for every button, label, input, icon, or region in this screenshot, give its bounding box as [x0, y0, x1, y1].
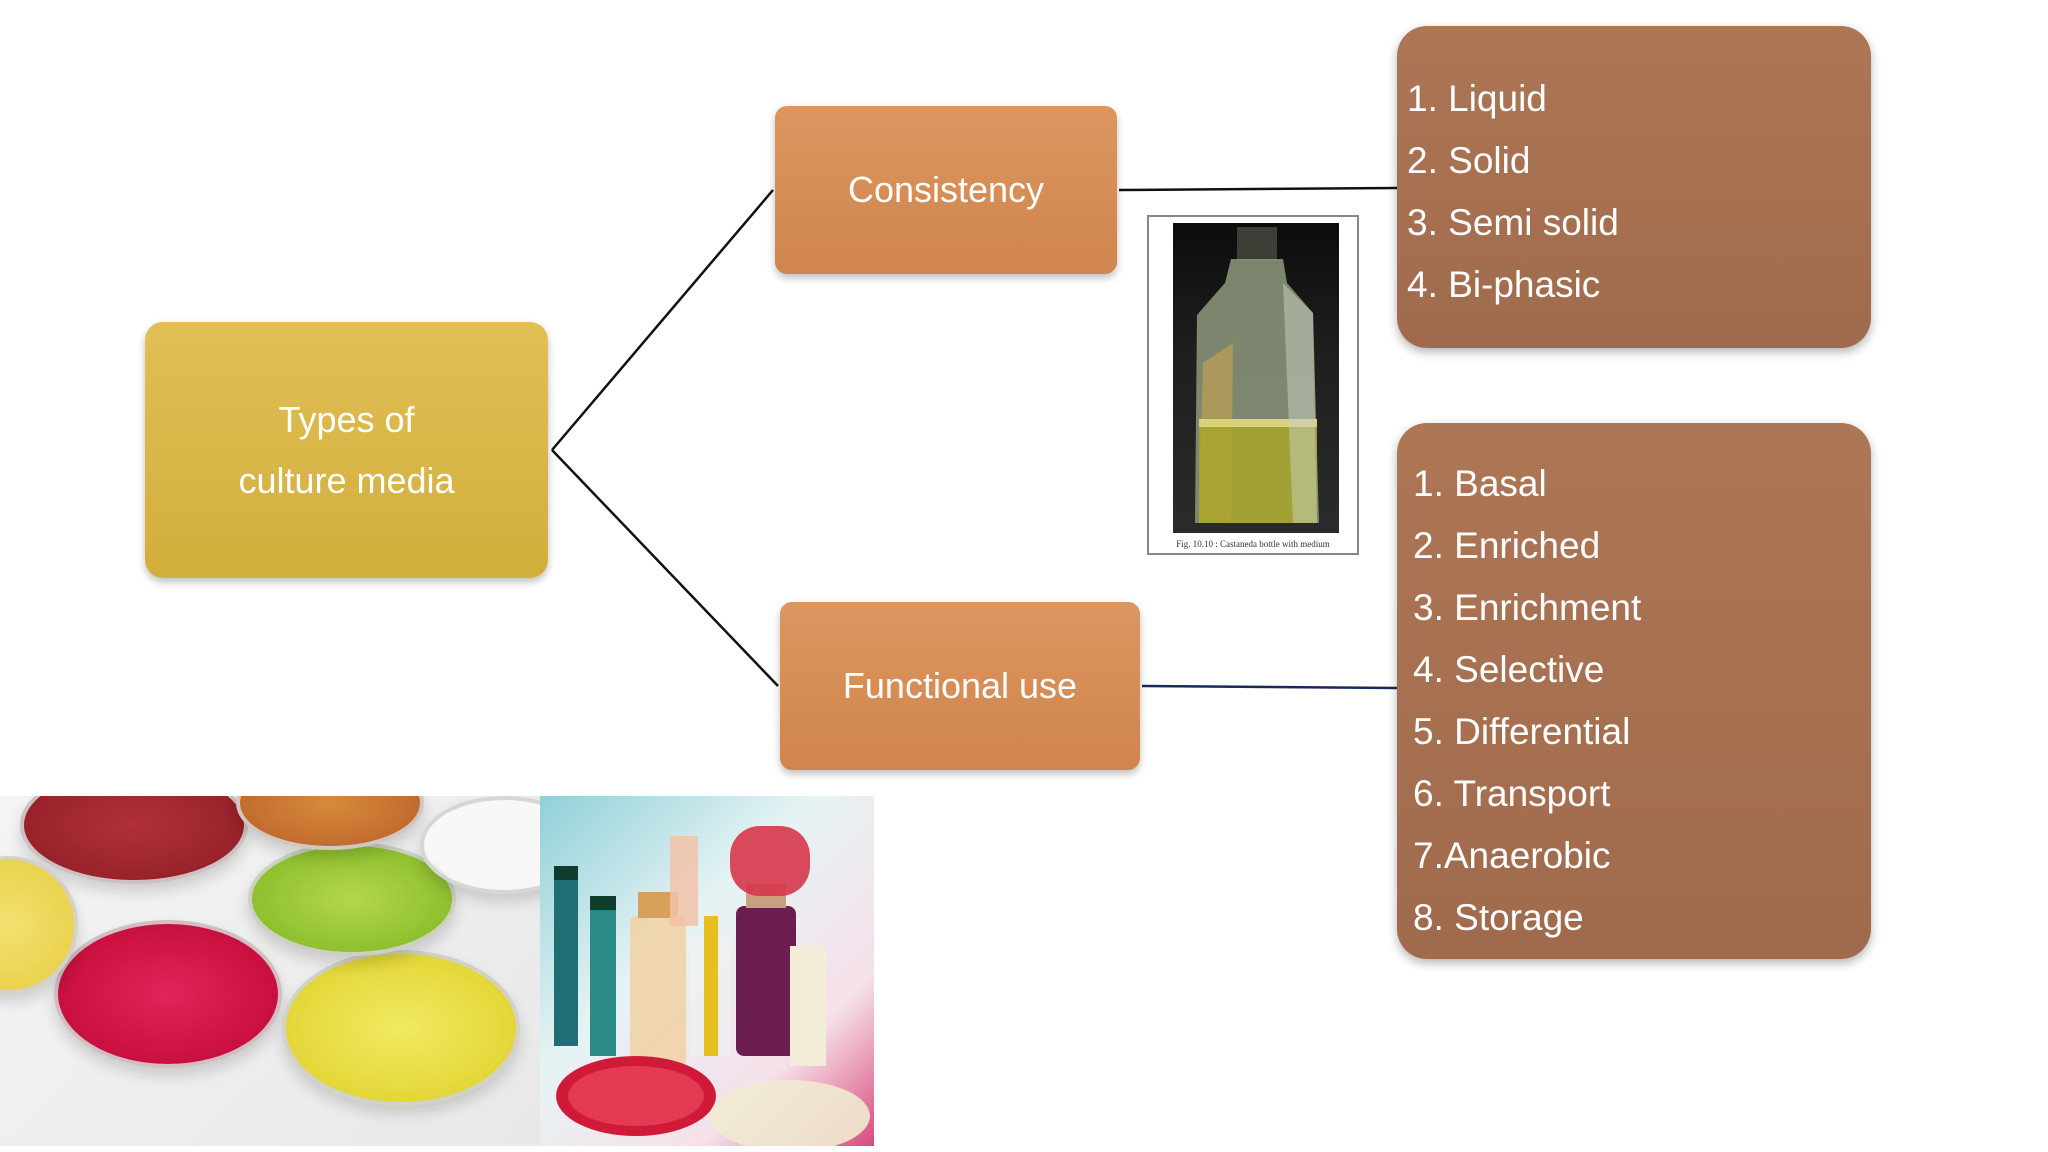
list-item: 6. Transport: [1413, 773, 1611, 814]
bottle-photo: [1173, 223, 1339, 533]
branch-label-consistency: Consistency: [847, 169, 1045, 210]
figure-caption: Fig. 10.10 : Castaneda bottle with mediu…: [1176, 539, 1330, 549]
list-item: 1. Liquid: [1407, 78, 1547, 119]
list-item: 8. Storage: [1413, 897, 1584, 938]
root-label-line2: culture media: [238, 460, 455, 501]
list-item: 2. Solid: [1407, 140, 1531, 181]
petri-dish-dark-red: [20, 796, 248, 884]
list-box-functional-use: 1. Basal 2. Enriched 3. Enrichment 4. Se…: [1397, 423, 1871, 959]
list-item: 2. Enriched: [1413, 525, 1601, 566]
branch-node-consistency: Consistency: [775, 106, 1117, 274]
connector-root-consistency: [551, 189, 774, 451]
petri-dish-red: [54, 920, 282, 1068]
list-box-consistency: 1. Liquid 2. Solid 3. Semi solid 4. Bi-p…: [1397, 26, 1871, 348]
list-item: 4. Bi-phasic: [1407, 264, 1601, 305]
bottle-icon: [1195, 227, 1319, 523]
branch-node-functional-use: Functional use: [780, 602, 1140, 770]
culture-media-photos: [0, 796, 874, 1146]
root-label-line1: Types of: [278, 399, 415, 440]
list-item: 4. Selective: [1413, 649, 1605, 690]
petri-dish-yellow: [282, 950, 520, 1106]
root-node-types-of-culture-media: Types of culture media: [145, 322, 548, 578]
media-bottles-icon: [554, 826, 870, 1146]
petri-dish-orange: [236, 796, 424, 850]
list-item: 3. Enrichment: [1413, 587, 1642, 628]
connector-root-functional: [551, 449, 779, 687]
list-item: 5. Differential: [1413, 711, 1631, 752]
media-bottles-photo: [540, 796, 874, 1146]
castaneda-bottle-figure: Fig. 10.10 : Castaneda bottle with mediu…: [1147, 215, 1359, 555]
list-item: 3. Semi solid: [1407, 202, 1619, 243]
branch-label-functional-use: Functional use: [842, 665, 1078, 706]
connector-functional-list: [1141, 684, 1398, 690]
petri-dish-green: [248, 842, 456, 956]
list-item: 1. Basal: [1413, 463, 1547, 504]
connector-consistency-list: [1118, 186, 1398, 192]
list-item: 7.Anaerobic: [1413, 835, 1611, 876]
petri-dishes-photo: [0, 796, 540, 1146]
